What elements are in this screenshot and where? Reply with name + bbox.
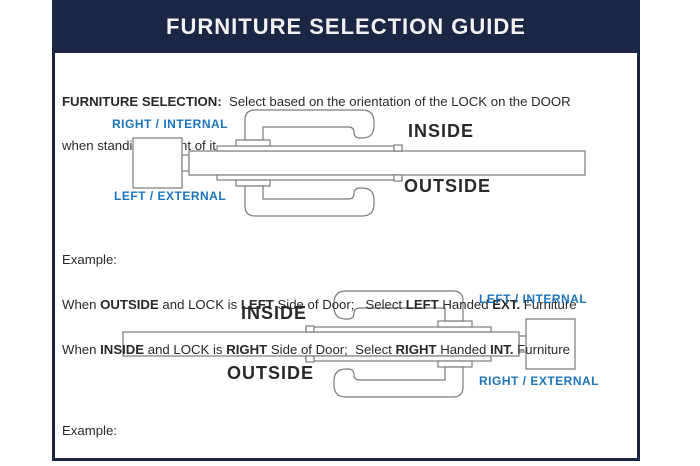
example1-line-2: When INSIDE and LOCK is RIGHT Side of Do… <box>62 342 570 357</box>
diagram1-label-right-internal: RIGHT / INTERNAL <box>112 117 228 131</box>
example1-block: Example: When OUTSIDE and LOCK is LEFT S… <box>62 222 577 387</box>
diagram1-label-outside: OUTSIDE <box>404 176 492 196</box>
example1-line-1: When OUTSIDE and LOCK is LEFT Side of Do… <box>62 297 577 312</box>
diagram2-label-left-internal: LEFT / INTERNAL <box>479 292 588 306</box>
page-title: FURNITURE SELECTION GUIDE <box>166 13 526 39</box>
diagram2-label-right-external: RIGHT / EXTERNAL <box>479 374 600 388</box>
example1-heading: Example: <box>62 252 117 267</box>
intro-line-1: FURNITURE SELECTION: Select based on the… <box>62 94 571 109</box>
example2-heading: Example: <box>62 423 117 438</box>
example2-block: Example: When OUTSIDE and LOCK is RIGHT … <box>62 393 593 466</box>
intro-text: FURNITURE SELECTION: Select based on the… <box>62 66 571 182</box>
intro-line-2: when standing in front of it. <box>62 137 220 153</box>
header-banner: FURNITURE SELECTION GUIDE <box>52 0 640 53</box>
diagram2-label-outside: OUTSIDE <box>227 363 315 383</box>
diagram1-label-inside: INSIDE <box>408 121 475 141</box>
diagram2-label-inside: INSIDE <box>241 303 308 323</box>
diagram1-label-left-external: LEFT / EXTERNAL <box>114 189 227 203</box>
